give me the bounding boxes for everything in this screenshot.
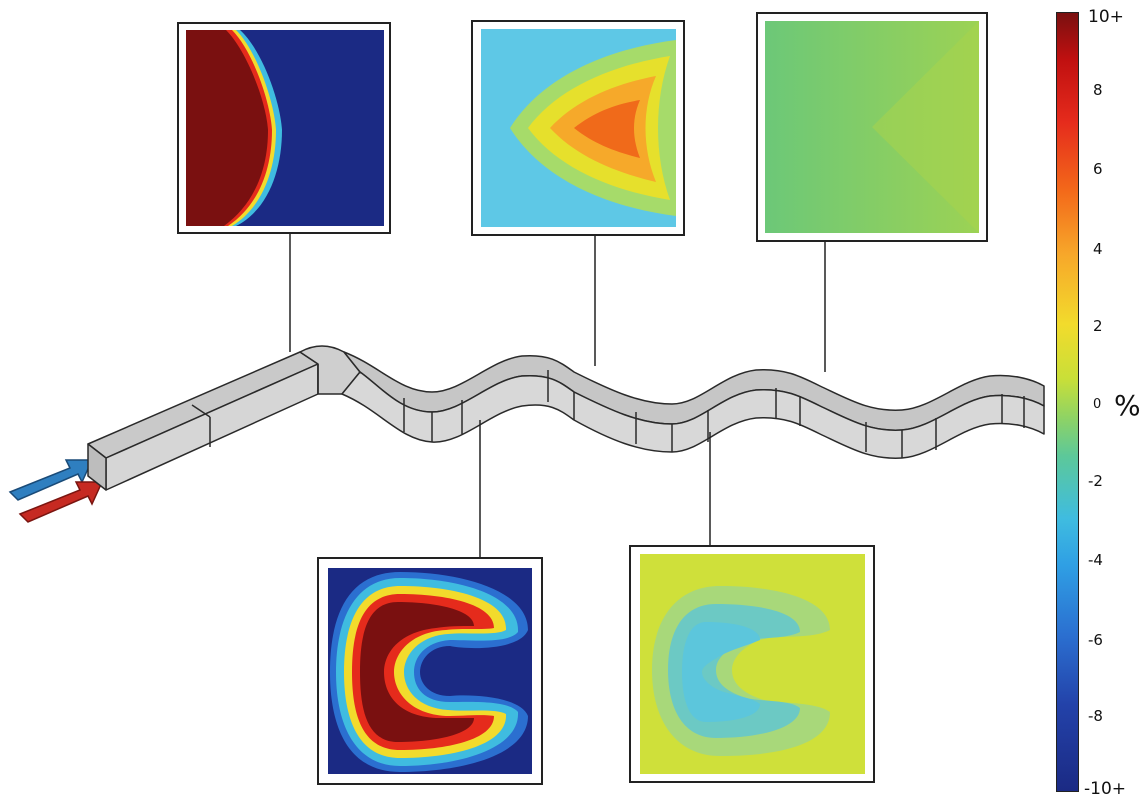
cross-section-3 [756, 12, 988, 242]
colorbar-tick-label: 0 [1093, 397, 1102, 412]
colorbar-tick-label: -4 [1088, 551, 1103, 569]
serpentine-duct [87, 345, 1045, 491]
colorbar-tick-label: -2 [1088, 472, 1103, 490]
colorbar-tick-label: 8 [1093, 81, 1103, 99]
blue-inlet-arrow [8, 459, 94, 501]
colorbar-gradient [1056, 12, 1079, 792]
colorbar-tick-label: 10+ [1088, 7, 1124, 27]
colorbar-tick-label: 2 [1093, 317, 1103, 335]
colorbar-tick-label: 4 [1093, 240, 1103, 258]
cross-section-5 [629, 545, 875, 783]
duct-inlet-face [87, 443, 107, 491]
leader-lines [289, 232, 826, 558]
colorbar-tick-label: 6 [1093, 160, 1103, 178]
duct-bend-1 [299, 345, 361, 395]
colorbar-unit-label: % [1114, 389, 1141, 422]
cross-section-4 [317, 557, 543, 785]
red-inlet-arrow [18, 481, 104, 523]
colorbar-tick-label: -10+ [1084, 779, 1127, 799]
cross-section-2 [471, 20, 685, 236]
cross-section-1 [177, 22, 391, 234]
inlet-arrows [8, 459, 104, 523]
colorbar-tick-label: -8 [1088, 707, 1103, 725]
colorbar-tick-label: -6 [1088, 631, 1103, 649]
